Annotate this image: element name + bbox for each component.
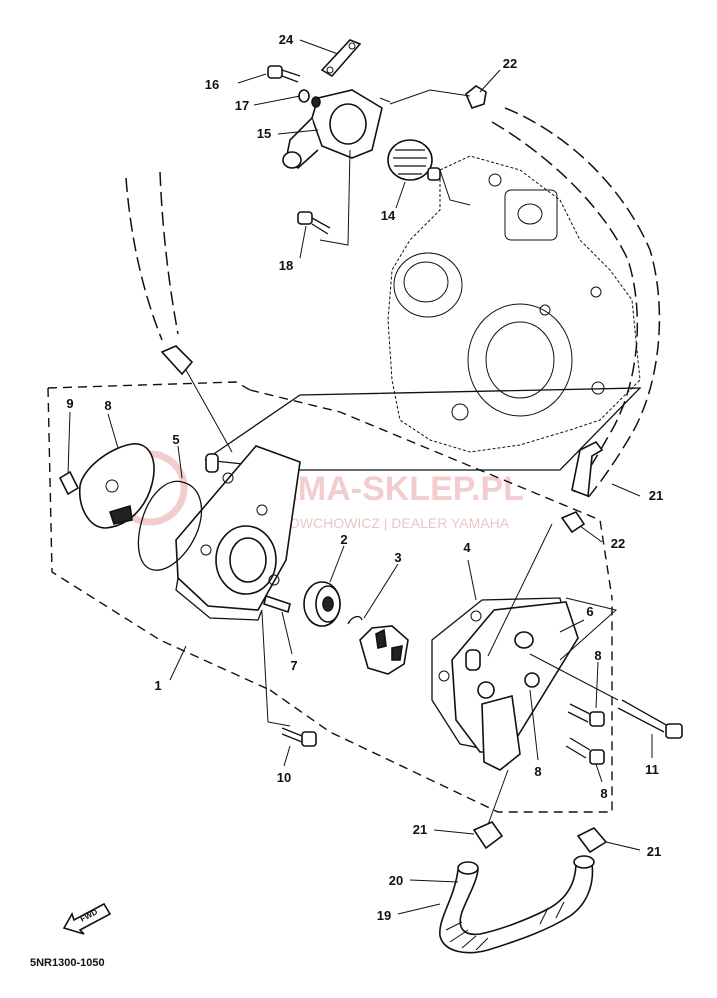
thermostat [387,139,441,181]
impeller [359,625,409,675]
thermostat-cover [282,89,383,170]
bolt-13 [617,699,683,739]
hose-19 [439,861,594,954]
bolt-16 [267,65,301,83]
callout-16: 16 [205,77,219,92]
hose-clamp-23-mid [560,511,586,534]
leader-bypass [185,369,233,453]
washer-17 [298,89,321,108]
screw-11 [58,470,80,496]
callout-4: 6 [586,604,593,619]
water-pump-housing [175,445,301,621]
callout-3: 3 [394,550,401,565]
pump-cover-4 [451,601,579,771]
callout-21-left: 21 [413,822,427,837]
callout-17: 17 [235,98,249,113]
bolt-18 [297,211,331,235]
callout-20: 20 [389,873,403,888]
callout-22: 21 [649,488,663,503]
callout-23-mid: 22 [611,536,625,551]
callout-1: 1 [154,678,161,693]
callout-14: 14 [381,208,396,223]
bypass-hose [125,171,194,376]
hose-clamp-21-left [472,821,504,850]
callout-6: 5 [172,432,179,447]
callout-5: 4 [463,540,471,555]
bracket-24 [320,39,362,78]
bolt-8-b [565,737,605,765]
leaders-pump [67,411,399,767]
o-ring-6 [137,480,203,571]
callout-18: 18 [279,258,293,273]
engine-cylinder-head [387,155,641,453]
diagram-code: 5NR1300-1050 [30,957,105,969]
hose-clamp-21-right [576,827,608,854]
watermark-subtitle: OSTROWCHOWICZ | DEALER YAMAHA [250,515,510,531]
callout-13: 11 [645,762,659,777]
callout-15: 15 [257,126,271,141]
callout-8-upper: 8 [594,648,601,663]
callout-11: 9 [66,396,73,411]
cover-plate-10 [79,443,155,529]
bolt-8-a [567,703,605,727]
callout-2: 2 [340,532,347,547]
fwd-arrow-icon: FWD [62,902,112,935]
bearing-2 [303,581,341,627]
callout-8-lower: 8 [600,786,607,801]
callout-numbers: 9 8 5 1 2 3 7 10 4 6 8 8 8 11 22 21 21 2… [66,32,663,923]
leaders-top [237,39,501,259]
pin-7 [263,594,291,614]
callout-12: 10 [277,770,291,785]
callout-10: 8 [104,398,111,413]
leaders-bottom [397,829,641,915]
callout-24: 24 [279,32,294,47]
bolt-12 [281,727,317,747]
callout-7: 7 [290,658,297,673]
leaders-cover [467,483,653,831]
pump-assembly-boundary [47,381,613,813]
callout-19: 19 [377,908,391,923]
callout-23-top: 22 [503,56,517,71]
watermark: MAMA-SKLEP.PL OSTROWCHOWICZ | DEALER YAM… [112,450,524,531]
hose-20 [457,855,595,875]
circlip-3 [347,615,363,625]
callout-21-right: 21 [647,844,661,859]
hose-22 [491,107,661,501]
callout-9: 8 [534,764,541,779]
